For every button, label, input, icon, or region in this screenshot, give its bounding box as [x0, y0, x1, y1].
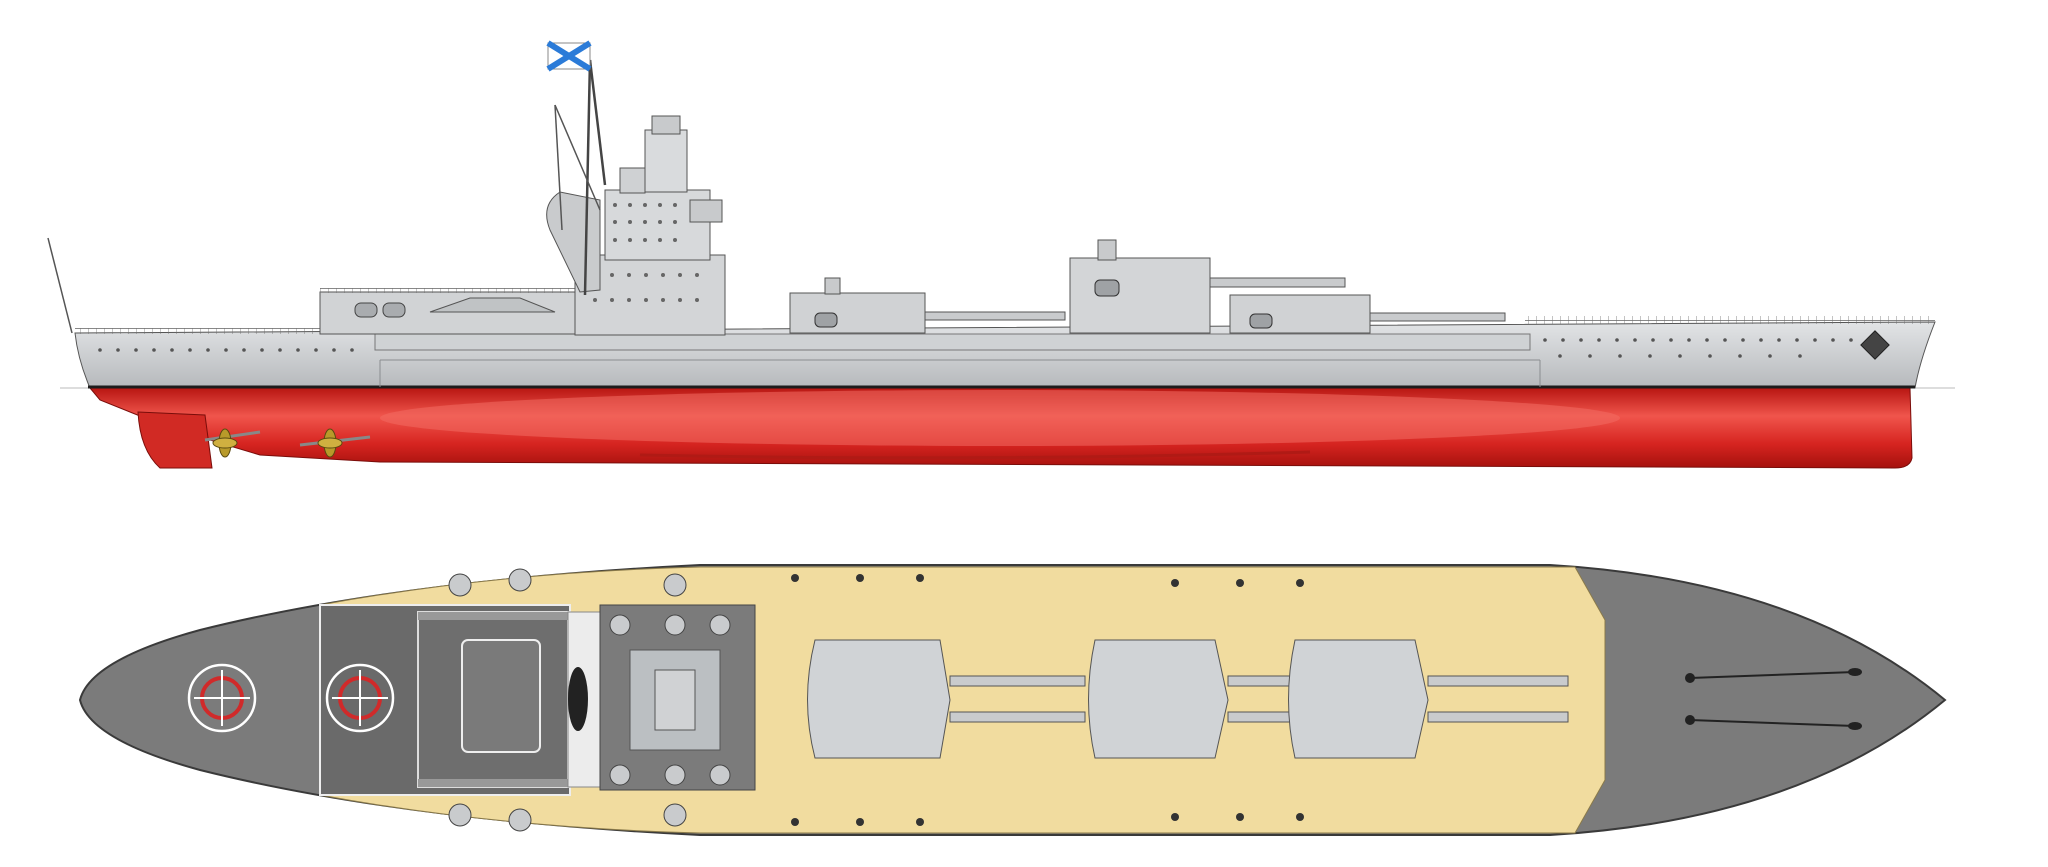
- secondary-mounts: [448, 568, 731, 832]
- turret-aft-side: [789, 277, 1066, 334]
- propeller-aft: [204, 428, 261, 458]
- portholes-aft: [98, 348, 354, 352]
- bilge-keel: [639, 450, 1311, 460]
- rudder: [137, 411, 213, 469]
- portholes-forward: [1543, 338, 1853, 358]
- turret-aft-top: [807, 639, 1086, 759]
- saltire-flag-icon: [546, 40, 592, 72]
- helipad-1: [187, 663, 257, 733]
- deck-railing-fwd: [1525, 316, 1935, 324]
- aft-hangar: [319, 288, 576, 335]
- deck-bollards: [791, 574, 1304, 826]
- hangar-roof: [417, 611, 569, 788]
- mast: [554, 59, 607, 296]
- funnel: [546, 191, 601, 293]
- hull-bulge: [380, 390, 1620, 446]
- helipad-2: [325, 663, 395, 733]
- casemate-band: [374, 333, 1531, 351]
- turret-fwd-side: [1229, 294, 1506, 334]
- bridge-top: [567, 604, 756, 791]
- bow-emblem: [1860, 330, 1890, 360]
- turret-mid-side: [1069, 239, 1346, 334]
- stern-staff: [47, 237, 73, 334]
- side-profile-view: [47, 40, 1955, 469]
- anchor-chains: [1685, 668, 1862, 730]
- deck-railing-aft: [75, 328, 375, 334]
- top-plan-view: [78, 564, 1947, 836]
- propeller-fwd: [299, 428, 371, 458]
- turret-fwd-top: [1288, 639, 1569, 759]
